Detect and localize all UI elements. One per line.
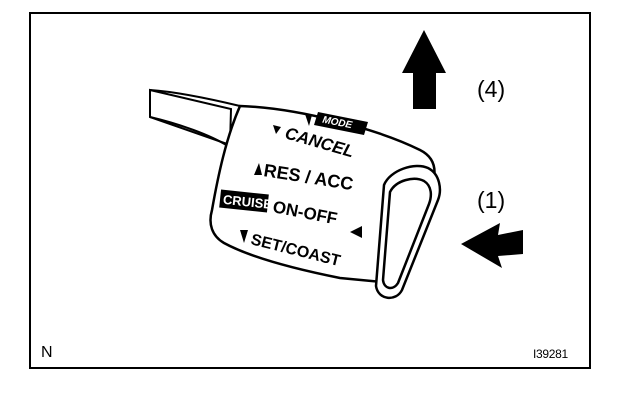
up-arrow-icon — [402, 30, 446, 109]
mode-badge — [314, 112, 368, 135]
cruise-badge — [219, 189, 269, 213]
set-coast-arrow-icon — [240, 230, 248, 243]
switch-body — [209, 104, 436, 285]
cruise-label: CRUISE — [222, 192, 273, 212]
corner-letter: N — [41, 344, 53, 361]
figure-frame — [29, 12, 591, 369]
on-off-arrow-icon — [350, 226, 362, 238]
figure-code: I39281 — [533, 347, 568, 361]
lever-stalk-lower-edge — [149, 116, 229, 147]
callout-pull-up-label: (4) — [477, 76, 506, 102]
callout-push-in-label: (1) — [477, 187, 506, 213]
lever-stalk — [149, 88, 233, 147]
cancel-arrow-icon — [273, 125, 281, 134]
res-acc-arrow-icon — [254, 163, 262, 175]
mode-arrow-icon — [305, 114, 312, 126]
push-arrow-icon — [461, 223, 523, 268]
cancel-push-button — [381, 177, 433, 290]
lever-stalk-upper-edge — [149, 89, 241, 107]
